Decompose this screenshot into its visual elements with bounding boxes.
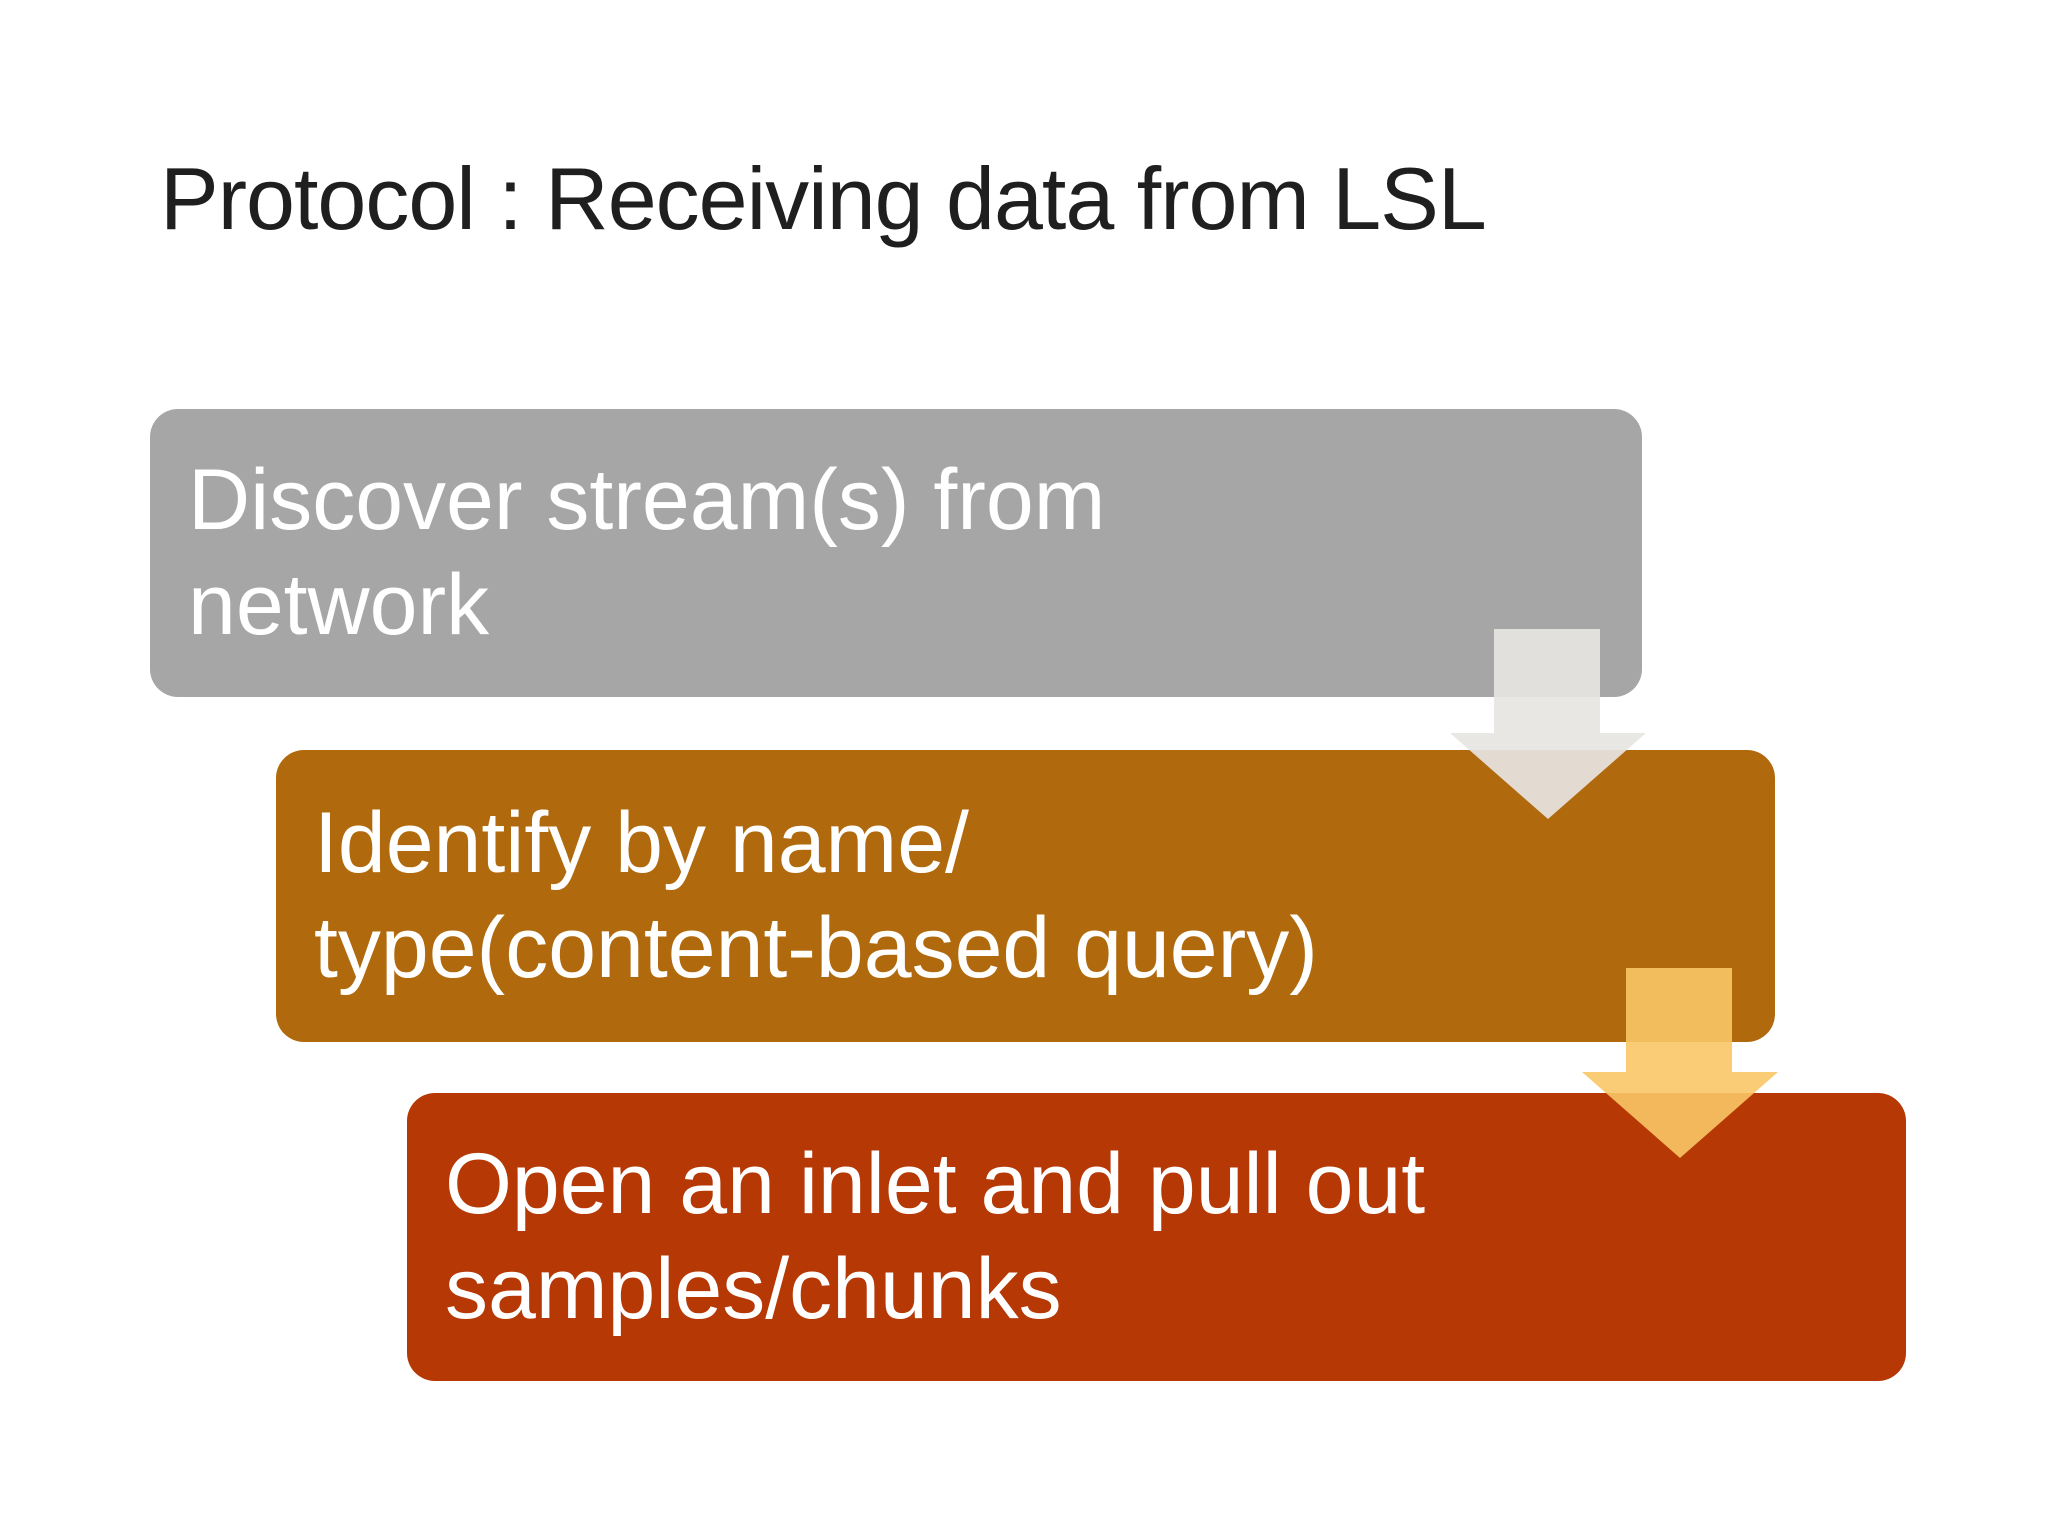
step-box-identify-by-name-type: Identify by name/ type(content-based que… [276, 750, 1775, 1042]
step-label-identify-by-name-type: Identify by name/ type(content-based que… [314, 795, 1318, 996]
step-box-open-inlet-pull-samples: Open an inlet and pull out samples/chunk… [407, 1093, 1906, 1381]
step-label-open-inlet-pull-samples: Open an inlet and pull out samples/chunk… [445, 1136, 1426, 1337]
step-box-discover-streams: Discover stream(s) from network [150, 409, 1642, 697]
slide-title: Protocol : Receiving data from LSL [160, 149, 1487, 248]
step-label-discover-streams: Discover stream(s) from network [188, 452, 1106, 653]
